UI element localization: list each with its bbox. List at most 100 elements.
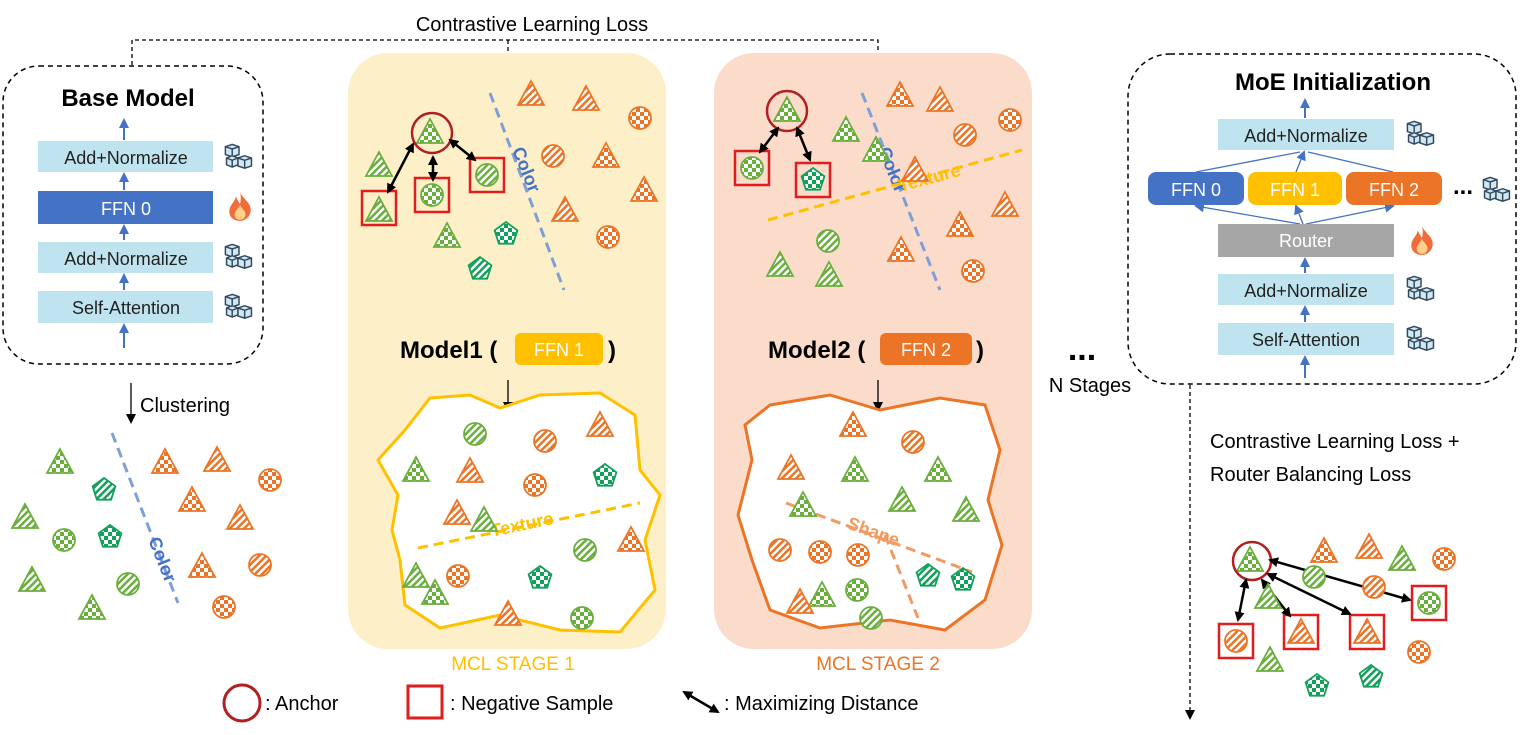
maximize-distance-arrow (386, 142, 415, 194)
triangle-sample (202, 445, 232, 472)
n-stages-label: N Stages (1049, 375, 1131, 397)
pentagon-sample (800, 166, 826, 191)
legend: : Anchor : Negative Sample : Maximizing … (222, 683, 919, 723)
clustering-label: Clustering (140, 395, 230, 417)
moe-self-attention-label: Self-Attention (1252, 330, 1360, 350)
stage2-label: MCL STAGE 2 (816, 654, 940, 675)
triangle-sample (785, 587, 815, 614)
triangle-sample (990, 190, 1020, 217)
n-stages: ... N Stages (1049, 330, 1131, 397)
circle-sample (1407, 640, 1431, 664)
triangle-sample (432, 221, 462, 248)
circle-sample (541, 144, 565, 168)
circle-sample (446, 564, 470, 588)
legend-anchor-label: : Anchor (265, 693, 339, 715)
anchor-marker (410, 111, 454, 155)
triangle-sample (1255, 645, 1285, 672)
triangle-sample (187, 551, 217, 578)
triangle-sample (807, 580, 837, 607)
mcl-stage1-panel: Color Model1 ( FFN 1 ) Texture MCL STAGE… (348, 53, 666, 675)
circle-sample (248, 553, 272, 577)
triangle-sample (571, 84, 601, 111)
base-self-attention (38, 291, 213, 323)
negative-sample-marker (733, 149, 771, 187)
maximize-distance-arrow (1268, 557, 1412, 603)
triangle-sample (886, 235, 916, 262)
moe-router-label: Router (1279, 231, 1333, 251)
triangle-sample (45, 447, 75, 474)
moe-router (1218, 224, 1394, 257)
pentagon-sample (1358, 663, 1384, 688)
circle-sample (859, 606, 883, 630)
legend-distance-symbol (682, 690, 720, 714)
moe-ffn2-label: FFN 2 (1369, 180, 1419, 200)
triangle-sample (401, 455, 431, 482)
triangle-sample (469, 505, 499, 532)
triangle-sample (77, 593, 107, 620)
final-loss: Contrastive Learning Loss + Router Balan… (1185, 385, 1460, 720)
triangle-sample (1387, 544, 1417, 571)
moe-self-attention (1218, 323, 1394, 355)
circle-sample (1417, 591, 1441, 615)
triangle-sample (442, 498, 472, 525)
circle-sample (570, 606, 594, 630)
circle-sample (420, 183, 444, 207)
triangle-sample (420, 578, 450, 605)
negative-sample-marker (1348, 613, 1386, 651)
triangle-sample (10, 502, 40, 529)
base-add-normalize-top-label: Add+Normalize (64, 148, 188, 168)
triangle-sample (401, 561, 431, 588)
triangle-sample (415, 117, 445, 144)
triangle-sample (951, 495, 981, 522)
circle-sample (628, 106, 652, 130)
circle-sample (463, 422, 487, 446)
triangle-sample (225, 503, 255, 530)
pentagon-sample (1304, 672, 1330, 697)
triangle-sample (925, 85, 955, 112)
base-model-panel: Base Model Add+Normalize FFN 0 Add+Norma… (2, 65, 264, 365)
circle-sample (523, 473, 547, 497)
legend-negative-label: : Negative Sample (450, 693, 613, 715)
moe-ellipsis: ... (1453, 173, 1473, 200)
triangle-sample (516, 79, 546, 106)
top-loss-label: Contrastive Learning Loss (416, 14, 648, 36)
stage1-ffn-badge (515, 333, 603, 365)
base-ffn0-label: FFN 0 (101, 199, 151, 219)
maximize-distance-arrow (795, 126, 812, 162)
triangle-sample (1253, 582, 1283, 609)
triangle-sample (900, 155, 930, 182)
pentagon-sample (97, 523, 123, 548)
mcl-stage2-panel: Color Texture Model2 ( FFN 2 ) Shape MCL… (714, 53, 1032, 675)
pentagon-sample (91, 476, 117, 501)
stage1-model-label: Model1 ( (400, 337, 497, 364)
triangle-sample (364, 195, 394, 222)
triangle-sample (772, 95, 802, 122)
circle-sample (573, 538, 597, 562)
circle-sample (1362, 575, 1386, 599)
triangle-sample (550, 195, 580, 222)
top-loss-connector: Contrastive Learning Loss (131, 12, 883, 320)
moe-ffn0-label: FFN 0 (1171, 180, 1221, 200)
cluster-color-label: Color (144, 534, 180, 585)
final-loss-line1: Contrastive Learning Loss + (1210, 431, 1460, 453)
triangle-sample (1309, 536, 1339, 563)
negative-sample-marker (1217, 622, 1255, 660)
base-add-normalize-bottom (38, 242, 213, 273)
triangle-sample (455, 456, 485, 483)
moe-add-normalize-bottom-label: Add+Normalize (1244, 281, 1368, 301)
maximize-distance-arrow (1234, 578, 1250, 622)
triangle-sample (591, 141, 621, 168)
circle-sample (768, 538, 792, 562)
circle-sample (475, 163, 499, 187)
triangle-sample (493, 599, 523, 626)
moe-title: MoE Initialization (1235, 69, 1431, 96)
triangle-sample (923, 455, 953, 482)
pentagon-sample (467, 255, 493, 280)
negative-sample-marker (360, 189, 398, 227)
negative-sample-marker (1410, 584, 1448, 622)
legend-anchor-symbol (222, 683, 262, 723)
legend-maximize-label: : Maximizing Distance (724, 693, 919, 715)
stage1-ffn-label: FFN 1 (534, 340, 584, 360)
stage1-label: MCL STAGE 1 (451, 654, 575, 675)
